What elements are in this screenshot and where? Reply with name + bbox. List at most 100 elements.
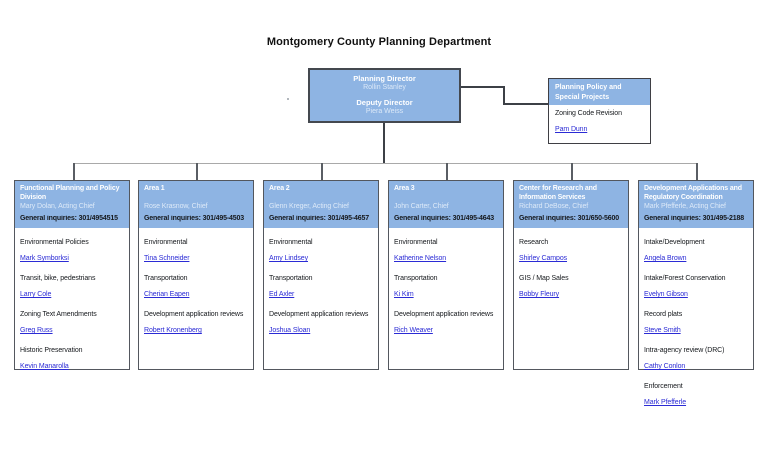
division-chief: Richard DeBose, Chief bbox=[519, 203, 589, 210]
contact-role-label: Research bbox=[519, 239, 549, 246]
director-name: Rollin Stanley bbox=[363, 84, 406, 91]
division-title: Area 3 bbox=[394, 185, 415, 192]
contact-role-label: Record plats bbox=[644, 311, 683, 318]
division-chief: Mark Pfefferle, Acting Chief bbox=[644, 203, 726, 210]
contact-name-link[interactable]: Joshua Sloan bbox=[269, 327, 311, 334]
contact-role-label: Development application reviews bbox=[144, 311, 244, 318]
contact-name-link[interactable]: Ed Axler bbox=[269, 291, 295, 298]
contact-role-label: Zoning Code Revision bbox=[555, 110, 622, 117]
contact-name-link[interactable]: Pam Dunn bbox=[555, 126, 588, 133]
contact-name-link[interactable]: Rich Weaver bbox=[394, 327, 433, 334]
contact-role-label: Zoning Text Amendments bbox=[20, 311, 97, 318]
policy-box-title: Planning Policy and Special Projects bbox=[549, 79, 650, 105]
contact-name-link[interactable]: Evelyn Gibson bbox=[644, 291, 688, 298]
division-inquiries: General inquiries: 301/495-4657 bbox=[269, 215, 370, 222]
contact-name-link[interactable]: Cathy Conlon bbox=[644, 363, 686, 370]
connector-line bbox=[460, 86, 504, 88]
contact-name-link[interactable]: Robert Kronenberg bbox=[144, 327, 202, 334]
connector-stub bbox=[73, 163, 75, 180]
contact-role-label: Intake/Forest Conservation bbox=[644, 275, 726, 282]
division-chief: John Carter, Chief bbox=[394, 203, 449, 210]
division-title: Development Applications and Regulatory … bbox=[644, 185, 742, 201]
division-title: Area 2 bbox=[269, 185, 290, 192]
division-inquiries: General inquiries: 301/495-2188 bbox=[644, 215, 745, 222]
contact-role-label: Environmental bbox=[269, 239, 313, 246]
contact-name-link[interactable]: Steve Smith bbox=[644, 327, 681, 334]
director-role: Planning Director bbox=[353, 74, 416, 83]
deputy-director-name: Piera Weiss bbox=[365, 108, 404, 115]
contact-name-link[interactable]: Angela Brown bbox=[644, 255, 687, 262]
page-title: Montgomery County Planning Department bbox=[266, 36, 492, 48]
contact-name-link[interactable]: Greg Russ bbox=[20, 327, 53, 334]
contact-name-link[interactable]: Bobby Fleury bbox=[519, 291, 560, 298]
division-inquiries: General inquiries: 301/495-4503 bbox=[144, 215, 245, 222]
contact-name-link[interactable]: Katherine Nelson bbox=[394, 255, 447, 262]
deputy-director-role: Deputy Director bbox=[356, 98, 413, 107]
policy-box: Planning Policy and Special Projects Zon… bbox=[548, 78, 651, 144]
connector-stub bbox=[446, 163, 448, 180]
contact-name-link[interactable]: Kevin Manarolla bbox=[20, 363, 69, 370]
connector-line bbox=[503, 103, 549, 105]
division-chief: Glenn Kreger, Acting Chief bbox=[269, 203, 349, 210]
contact-role-label: Environmental bbox=[144, 239, 188, 246]
contact-role-label: Transportation bbox=[269, 275, 313, 282]
contact-item: Intra-agency review (DRC) Cathy Conlon bbox=[644, 346, 749, 373]
connector-line bbox=[503, 86, 505, 105]
division-inquiries: General inquiries: 301/650-5600 bbox=[519, 215, 620, 222]
contact-name-link[interactable]: Ki Kim bbox=[394, 291, 414, 298]
connector-stub bbox=[196, 163, 198, 180]
contact-role-label: Intra-agency review (DRC) bbox=[644, 347, 725, 354]
contact-role-label: Intake/Development bbox=[644, 239, 705, 246]
contact-role-label: Transit, bike, pedestrians bbox=[20, 275, 96, 282]
contact-name-link[interactable]: Shirley Campos bbox=[519, 255, 568, 262]
division-inquiries: General inquiries: 301/495-4643 bbox=[394, 215, 495, 222]
division-box-6: Development Applications and Regulatory … bbox=[638, 180, 754, 406]
contact-role-label: Development application reviews bbox=[269, 311, 369, 318]
division-header: Center for Research and Information Serv… bbox=[514, 181, 628, 228]
division-title: Area 1 bbox=[144, 185, 165, 192]
division-title: Functional Planning and Policy Division bbox=[20, 185, 120, 201]
connector-stub bbox=[321, 163, 323, 180]
contact-name-link[interactable]: Larry Cole bbox=[20, 291, 52, 298]
connector-stub bbox=[696, 163, 698, 180]
contact-name-link[interactable]: Mark Pfefferle bbox=[644, 399, 687, 406]
contact-item: Transportation Ed Axler bbox=[269, 274, 374, 301]
contact-name-link[interactable]: Mark Symborksi bbox=[20, 255, 69, 262]
contact-name-link[interactable]: Amy Lindsey bbox=[269, 255, 308, 262]
contact-role-label: Transportation bbox=[144, 275, 188, 282]
stray-dot bbox=[287, 98, 289, 100]
contact-role-label: GIS / Map Sales bbox=[519, 275, 569, 282]
contact-name-link[interactable]: Tina Schneider bbox=[144, 255, 190, 262]
contact-name-link[interactable]: Cherian Eapen bbox=[144, 291, 190, 298]
connector-line bbox=[383, 122, 385, 163]
contact-role-label: Historic Preservation bbox=[20, 347, 83, 354]
division-chief: Mary Dolan, Acting Chief bbox=[20, 203, 95, 210]
division-title: Center for Research and Information Serv… bbox=[519, 185, 597, 201]
contact-role-label: Enforcement bbox=[644, 383, 683, 390]
division-inquiries: General inquiries: 301/4954515 bbox=[20, 215, 118, 222]
